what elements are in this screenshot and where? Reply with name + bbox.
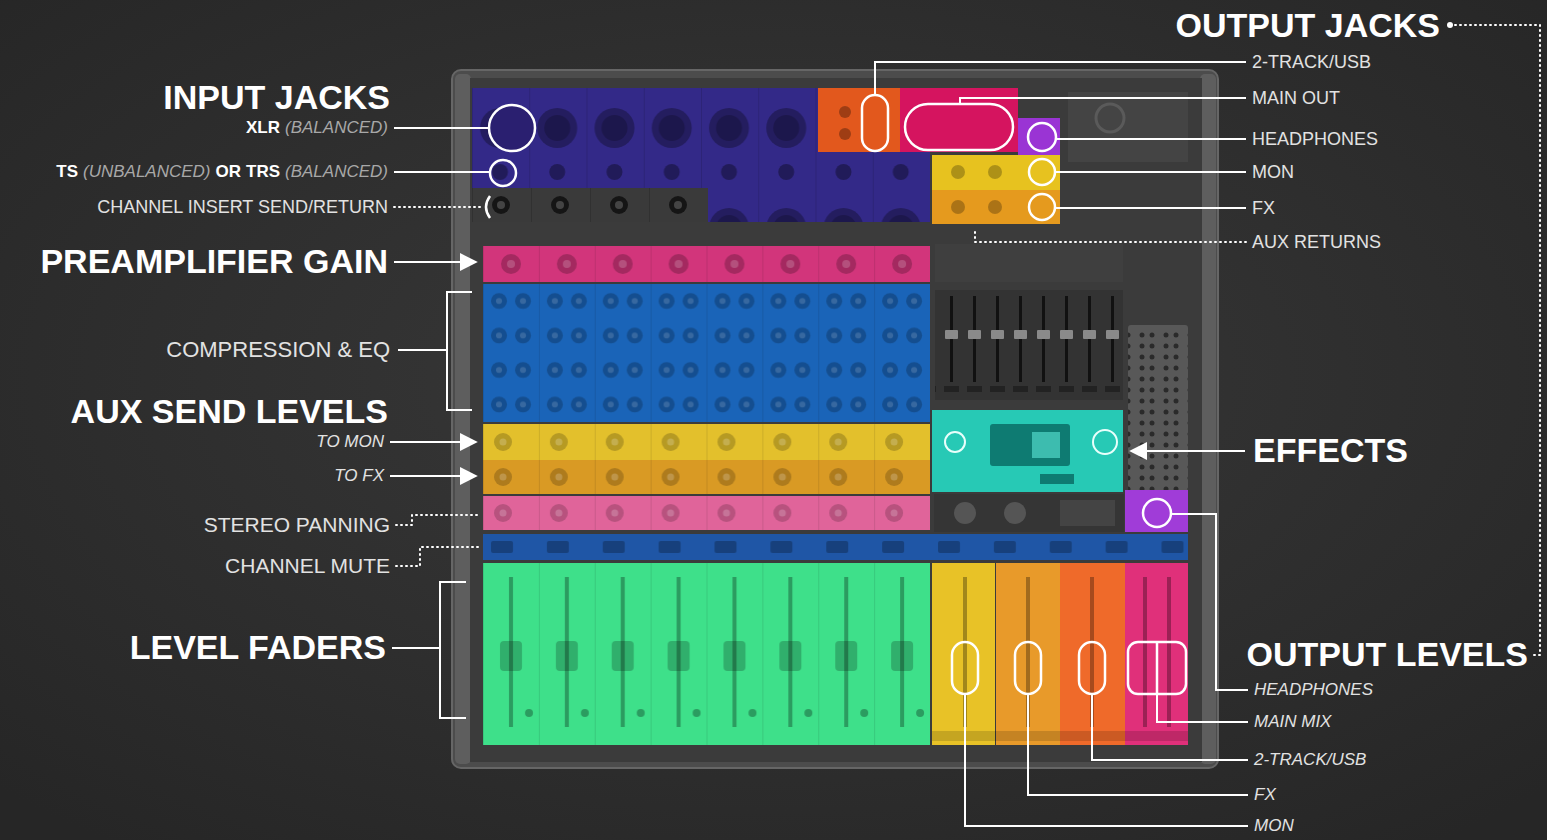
label-row: EFFECTS — [1253, 431, 1408, 470]
part-label: CHANNEL MUTE — [225, 554, 390, 578]
connector-note: OR — [216, 162, 242, 182]
part-label: STEREO PANNING — [204, 513, 390, 537]
label-row: INPUT JACKS — [163, 78, 390, 117]
part-label: 2-TRACK/USB — [1252, 52, 1371, 73]
part-label: 2-TRACK/USB — [1254, 750, 1366, 770]
label-row: OUTPUT JACKS — [1176, 6, 1440, 45]
label-row: CHANNEL MUTE — [225, 554, 390, 578]
label-row: MON — [1252, 162, 1294, 183]
label-row: LEVEL FADERS — [130, 628, 386, 667]
connector-note: (BALANCED) — [285, 162, 388, 182]
connector-type: TRS — [246, 162, 280, 182]
label-row: 2-TRACK/USB — [1254, 750, 1366, 770]
label-row: AUX RETURNS — [1252, 232, 1381, 253]
part-label: MAIN MIX — [1254, 712, 1331, 732]
connector-type: TS — [56, 162, 78, 182]
section-heading: OUTPUT JACKS — [1176, 6, 1440, 45]
part-label: MAIN OUT — [1252, 88, 1340, 109]
label-row: HEADPHONES — [1254, 680, 1373, 700]
connector-note: (BALANCED) — [285, 118, 388, 138]
label-row: FX — [1252, 198, 1275, 219]
label-row: STEREO PANNING — [204, 513, 390, 537]
label-row: COMPRESSION & EQ — [166, 337, 390, 362]
label-row: AUX SEND LEVELS — [71, 392, 388, 431]
section-heading: AUX SEND LEVELS — [71, 392, 388, 431]
section-heading: PREAMPLIFIER GAIN — [40, 242, 388, 281]
section-heading: OUTPUT LEVELS — [1247, 635, 1528, 674]
part-label: AUX RETURNS — [1252, 232, 1381, 253]
label-row: MAIN MIX — [1254, 712, 1331, 732]
part-label: HEADPHONES — [1252, 129, 1378, 150]
label-row: 2-TRACK/USB — [1252, 52, 1371, 73]
part-label: CHANNEL INSERT SEND/RETURN — [97, 197, 388, 218]
label-row: TO FX — [334, 466, 384, 486]
label-row: XLR(BALANCED) — [246, 118, 388, 138]
label-row: HEADPHONES — [1252, 129, 1378, 150]
label-row: PREAMPLIFIER GAIN — [40, 242, 388, 281]
part-label: MON — [1254, 816, 1294, 836]
label-row: TS(UNBALANCED)ORTRS(BALANCED) — [56, 162, 388, 182]
label-row: FX — [1254, 785, 1276, 805]
part-label: HEADPHONES — [1254, 680, 1373, 700]
connector-note: (UNBALANCED) — [83, 162, 211, 182]
connector-type: XLR — [246, 118, 280, 138]
label-row: MON — [1254, 816, 1294, 836]
label-row: TO MON — [316, 432, 384, 452]
label-row: OUTPUT LEVELS — [1247, 635, 1528, 674]
part-label: TO FX — [334, 466, 384, 486]
section-heading: LEVEL FADERS — [130, 628, 386, 667]
part-label: TO MON — [316, 432, 384, 452]
label-row: MAIN OUT — [1252, 88, 1340, 109]
part-label: FX — [1252, 198, 1275, 219]
part-label: FX — [1254, 785, 1276, 805]
part-label: MON — [1252, 162, 1294, 183]
label-row: CHANNEL INSERT SEND/RETURN — [97, 197, 388, 218]
section-heading: EFFECTS — [1253, 431, 1408, 470]
part-label: COMPRESSION & EQ — [166, 337, 390, 362]
section-heading: INPUT JACKS — [163, 78, 390, 117]
